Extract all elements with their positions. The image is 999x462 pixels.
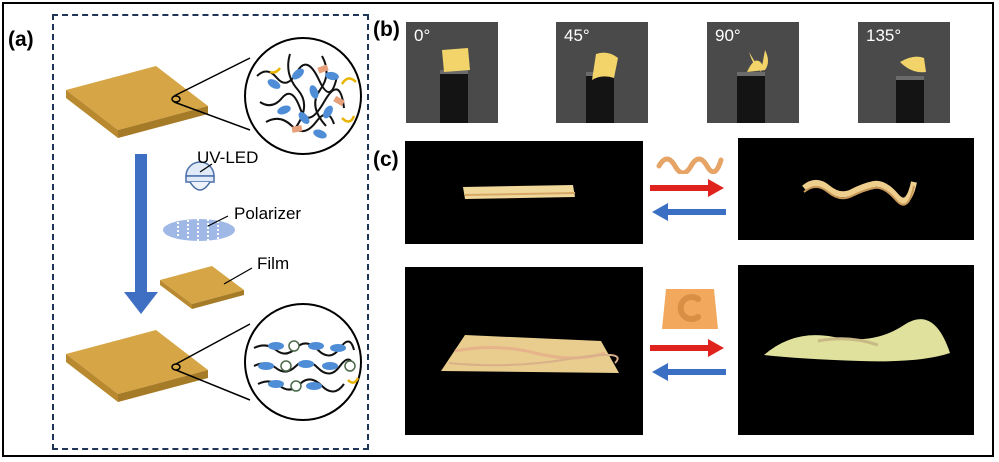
reverse-arrow-top xyxy=(652,203,726,221)
uv-led-icon xyxy=(185,161,215,191)
panel-b-label: (b) xyxy=(373,18,400,41)
wave-shape-icon xyxy=(656,156,724,174)
photo-angle-45: 45° xyxy=(556,22,648,123)
flat-sheet-image xyxy=(441,335,619,373)
angle-label-135: 135° xyxy=(866,26,902,45)
polarizer-icon xyxy=(163,215,235,241)
angle-label-45: 45° xyxy=(564,26,590,45)
disordered-molecules-circle xyxy=(244,37,362,155)
reverse-arrow-bottom xyxy=(652,363,726,381)
photo-sheet-flat xyxy=(405,267,643,435)
photo-sheet-curved xyxy=(738,265,974,435)
angle-label-0: 0° xyxy=(414,26,431,45)
wavy-strip-image xyxy=(802,180,917,206)
figure-frame xyxy=(2,2,994,457)
panel-a-dashed-box xyxy=(52,14,369,450)
photo-angle-135: 135° xyxy=(858,22,950,123)
small-film-icon xyxy=(160,266,253,309)
uv-led-label: UV-LED xyxy=(197,148,259,167)
panel-a-label: (a) xyxy=(8,28,34,51)
photo-angle-0-image xyxy=(406,22,498,123)
photo-angle-90-image xyxy=(707,22,799,123)
curved-sheet-image xyxy=(764,319,950,362)
polarizer-label: Polarizer xyxy=(234,204,302,223)
aligned-film-slab xyxy=(66,330,208,402)
flat-strip-image xyxy=(463,185,576,199)
film-label: Film xyxy=(257,254,290,273)
initial-film-slab xyxy=(66,66,208,138)
letter-c-shape-icon xyxy=(662,289,718,329)
angle-label-90: 90° xyxy=(715,26,741,45)
photo-angle-45-image xyxy=(556,22,648,123)
photo-strip-flat xyxy=(405,141,643,244)
photo-angle-90: 90° xyxy=(707,22,799,123)
photo-strip-wavy xyxy=(738,138,974,240)
process-arrow xyxy=(124,154,158,314)
aligned-molecules-circle xyxy=(244,303,362,421)
panel-a-schematic xyxy=(66,37,362,421)
forward-arrow-top xyxy=(650,179,724,197)
photo-angle-135-image xyxy=(858,22,950,123)
panel-c-label: (c) xyxy=(373,148,399,171)
photo-angle-0: 0° xyxy=(406,22,498,123)
forward-arrow-bottom xyxy=(650,339,724,357)
